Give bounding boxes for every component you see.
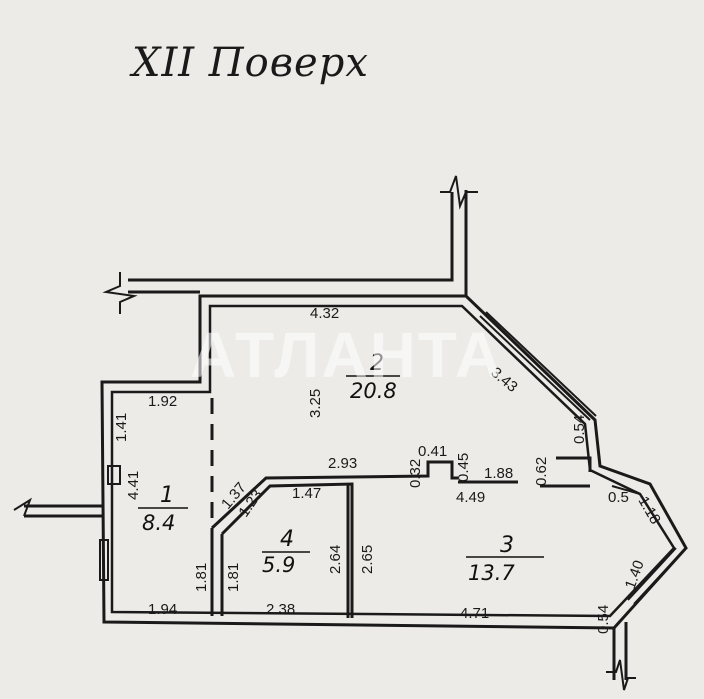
door-mark [99, 539, 109, 581]
dim-label: 0.5 [608, 489, 629, 506]
dim-label: 1.40 [622, 558, 648, 591]
niche [107, 465, 121, 485]
dim-label: 4.71 [460, 605, 489, 622]
dim-label: 2.64 [327, 545, 344, 574]
room-4-area: 5.9 [262, 553, 295, 577]
break-mark [13, 497, 32, 517]
room-4-number: 4 [280, 527, 294, 552]
room-3-area: 13.7 [468, 561, 515, 585]
dim-label: 1.81 [193, 563, 210, 592]
outer-wall [100, 294, 688, 630]
room-1-area: 8.4 [142, 511, 175, 535]
break-mark [606, 659, 636, 691]
dim-label: 4.41 [125, 471, 142, 500]
break-mark [102, 272, 138, 314]
dim-label: 4.32 [310, 305, 339, 322]
dim-label: 1.92 [148, 393, 177, 410]
dim-label: 2.65 [359, 545, 376, 574]
dim-label: 0.62 [533, 457, 550, 486]
corridor-wall [128, 190, 468, 296]
dim-label: 1.47 [292, 485, 321, 502]
window-bars [479, 311, 683, 605]
dim-label: 0.32 [407, 459, 424, 488]
dim-label: 3.25 [307, 389, 324, 418]
dim-label: 2.38 [266, 601, 295, 618]
breaks [13, 175, 636, 691]
dim-label: 2.93 [328, 455, 357, 472]
room-2-number: 2 [370, 351, 384, 376]
dim-label: 1.88 [484, 465, 513, 482]
floor-title: XII Поверх [132, 40, 369, 86]
room-2-area: 20.8 [350, 379, 397, 403]
break-mark [440, 175, 478, 210]
room-1-number: 1 [160, 483, 174, 508]
left-exit-wall [24, 504, 102, 518]
dim-label: 0.41 [418, 443, 447, 460]
dim-label: 1.81 [225, 563, 242, 592]
walls [24, 190, 688, 680]
dim-label: 1.41 [113, 413, 130, 442]
room-3-number: 3 [500, 533, 514, 558]
partition-wall [210, 460, 458, 618]
dim-label: 0.54 [571, 415, 588, 444]
room-labels: 1 8.4 2 20.8 3 13.7 4 5.9 [138, 351, 544, 585]
dim-label: 4.49 [456, 489, 485, 506]
dim-label: 0.45 [455, 453, 472, 482]
dim-label: 1.94 [148, 601, 177, 618]
partition-wall-3 [346, 456, 592, 618]
dim-label: 0.54 [595, 605, 612, 634]
watermark: АТЛАНТА [190, 319, 504, 391]
